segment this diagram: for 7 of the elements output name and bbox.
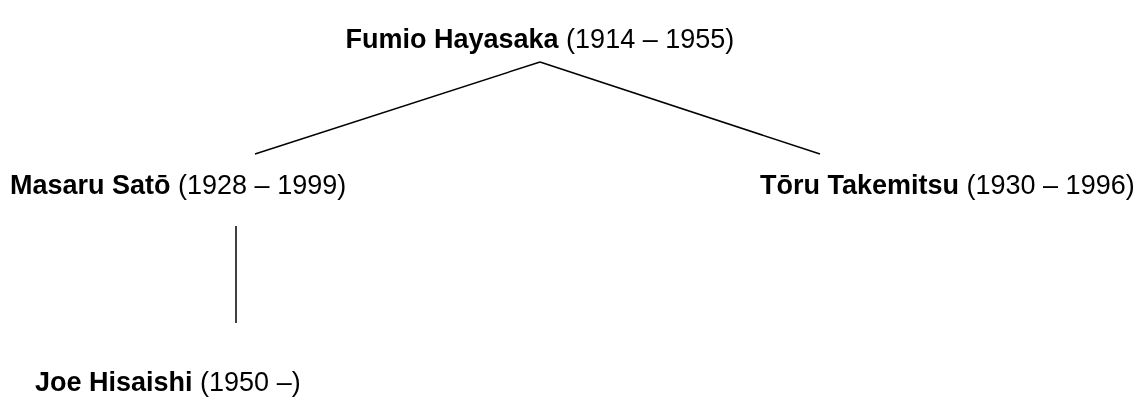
- person-label: Masaru Satō (1928 – 1999): [10, 168, 347, 202]
- person-label: Tōru Takemitsu (1930 – 1996): [760, 168, 1135, 202]
- person-label: Fumio Hayasaka (1914 – 1955): [345, 22, 735, 56]
- person-label: Joe Hisaishi (1950 –): [35, 365, 301, 399]
- connector-line: [254, 61, 541, 155]
- connector-line: [235, 225, 237, 324]
- connector-line: [539, 61, 821, 155]
